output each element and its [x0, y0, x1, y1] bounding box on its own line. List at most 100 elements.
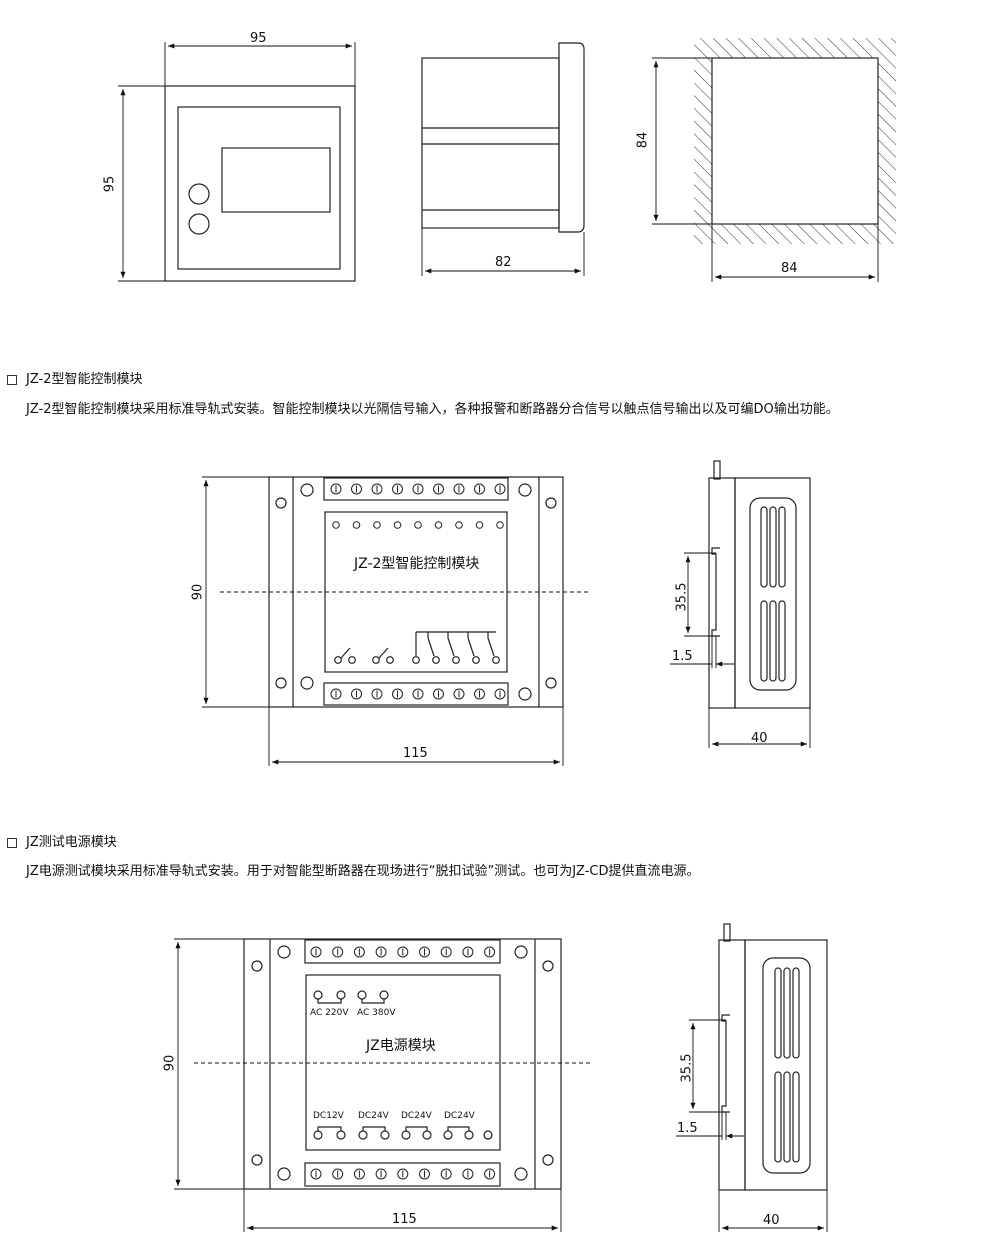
terminal-screw	[494, 483, 506, 495]
front-height-dimension-label: 95	[102, 175, 118, 193]
jz-power-width-dimension-label: 115	[392, 1212, 417, 1227]
terminal-screw	[375, 1168, 387, 1180]
connector-terminal	[358, 1130, 368, 1140]
terminal-screw	[412, 483, 424, 495]
dc12v-label: DC12V	[313, 1111, 344, 1121]
terminal-screw	[474, 483, 485, 495]
jz-power-height-dimension-label: 90	[162, 1054, 178, 1072]
terminal-screw	[453, 483, 465, 495]
terminal-screw	[397, 1168, 409, 1180]
terminal-screw	[419, 946, 430, 958]
button-circle-lower	[188, 213, 210, 235]
contact-terminal	[412, 656, 420, 664]
dc24v-label-2: DC24V	[401, 1111, 432, 1121]
terminal-screw	[353, 1168, 365, 1180]
jz2-height-dimension-label: 90	[190, 583, 206, 601]
terminal-screw	[351, 483, 362, 495]
contact-terminal	[492, 656, 500, 664]
connector-terminal	[443, 1130, 453, 1140]
section2-heading: JZ测试电源模块	[26, 835, 117, 850]
ac-380v-label: AC 380V	[357, 1008, 396, 1018]
contact-terminal	[386, 656, 394, 664]
connector-terminal	[483, 1130, 493, 1140]
indicator-led	[393, 521, 402, 529]
terminal-screw	[375, 946, 387, 958]
cutout-height-dimension-label: 84	[635, 131, 651, 149]
jz-power-module-front-view	[243, 938, 562, 1190]
front-view-dimensions	[118, 42, 356, 282]
jz2-front-dimensions	[202, 476, 590, 766]
indicator-led	[332, 521, 340, 529]
contact-terminal	[348, 656, 356, 664]
jz-power-module-side-view	[718, 923, 828, 1191]
connector-terminal	[313, 1130, 323, 1140]
terminal-screw	[462, 1168, 474, 1180]
terminal-screw	[484, 1168, 496, 1180]
jz2-depth-dimension-label: 40	[751, 731, 768, 746]
terminal-screw	[433, 688, 444, 700]
side-view-dimensions	[421, 228, 585, 276]
terminal-screw	[392, 688, 403, 700]
section2-checkbox	[7, 838, 17, 848]
terminal-screw	[371, 483, 383, 495]
dc24v-label-3: DC24V	[444, 1111, 475, 1121]
side-depth-dimension-label: 82	[495, 255, 512, 270]
jz-power-module-label: JZ电源模块	[366, 1038, 436, 1054]
jz2-module-side-view	[708, 460, 811, 709]
panel-cutout	[694, 38, 896, 244]
terminal-screw	[419, 1168, 430, 1180]
terminal-strip	[310, 946, 496, 1180]
jz2-offset-dimension-label: 1.5	[672, 649, 693, 664]
terminal-screw	[440, 1168, 452, 1180]
jz2-side-dimensions	[670, 552, 811, 748]
connector-terminal	[380, 1130, 390, 1140]
terminal-screw	[332, 1168, 344, 1180]
cutout-width-dimension-label: 84	[781, 261, 798, 276]
panel-cutout-dimensions	[652, 57, 879, 282]
terminal-screw	[484, 946, 496, 958]
indicator-led	[455, 521, 463, 529]
ac-220v-label: AC 220V	[310, 1008, 349, 1018]
indicator-led	[414, 521, 422, 529]
jz-power-side-dimensions	[676, 1019, 828, 1232]
terminal-screw	[494, 688, 506, 700]
connector-terminal	[401, 1130, 411, 1140]
terminal-screw	[453, 688, 465, 700]
terminal-screw	[330, 483, 342, 495]
connector-terminal	[379, 990, 389, 1000]
terminal-screw	[392, 483, 403, 495]
terminal-screw	[474, 688, 485, 700]
terminal-screw	[433, 483, 444, 495]
contact-terminal	[452, 656, 460, 664]
connector-terminal	[357, 990, 367, 1000]
terminal-screw	[397, 946, 409, 958]
terminal-screw	[310, 1168, 322, 1180]
connector-terminal	[336, 990, 346, 1000]
dc24v-label-1: DC24V	[358, 1111, 389, 1121]
terminal-screw	[353, 946, 365, 958]
connector-terminal	[464, 1130, 474, 1140]
indicator-led	[496, 521, 504, 529]
section1-heading: JZ-2型智能控制模块	[26, 372, 143, 387]
indicator-led	[434, 521, 443, 529]
connector-terminal	[336, 1130, 346, 1140]
indicator-led-row	[332, 521, 504, 529]
contact-terminal	[472, 656, 480, 664]
indicator-led	[352, 521, 361, 529]
contact-terminal	[334, 656, 342, 664]
terminal-screw	[440, 946, 452, 958]
power-connector-symbols	[313, 990, 493, 1140]
jz2-rail-dimension-label: 35.5	[674, 582, 690, 612]
terminal-screw	[412, 688, 424, 700]
jz-power-front-dimensions	[174, 938, 590, 1232]
terminal-strip	[330, 483, 506, 700]
jz2-width-dimension-label: 115	[403, 746, 428, 761]
terminal-screw	[351, 688, 362, 700]
terminal-screw	[310, 946, 322, 958]
contact-terminal	[432, 656, 440, 664]
connector-terminal	[313, 990, 323, 1000]
connector-terminal	[422, 1130, 432, 1140]
section1-description: JZ-2型智能控制模块采用标准导轨式安装。智能控制模块以光隔信号输入，各种报警和…	[26, 402, 839, 417]
front-width-dimension-label: 95	[250, 31, 267, 46]
